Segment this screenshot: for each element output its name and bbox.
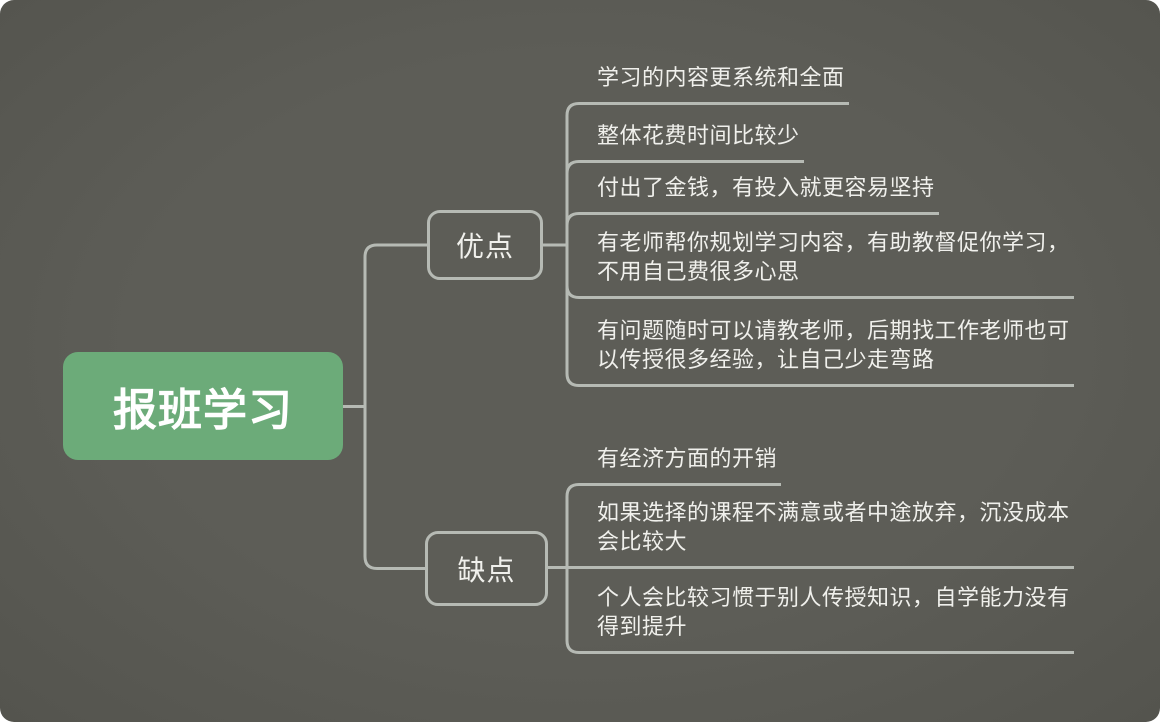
leaf-node-disadvantage-2[interactable]: 如果选择的课程不满意或者中途放弃，沉没成本 会比较大 (583, 498, 1074, 569)
branch-advantages-label: 优点 (455, 231, 514, 262)
leaf-node-advantage-1[interactable]: 学习的内容更系统和全面 (583, 63, 849, 105)
leaf-node-disadvantage-1[interactable]: 有经济方面的开销 (583, 444, 782, 486)
leaf-node-advantage-5[interactable]: 有问题随时可以请教老师，后期找工作老师也可 以传授很多经验，让自己少走弯路 (583, 316, 1074, 387)
connector-root-to-advantages (363, 243, 427, 407)
branch-disadvantages-label: 缺点 (457, 554, 516, 586)
connector-disadvantages-outer (565, 483, 584, 654)
root-node[interactable]: 报班学习 (63, 352, 343, 460)
connector-advantages-leaf-4 (565, 285, 584, 299)
leaf-node-advantage-2[interactable]: 整体花费时间比较少 (583, 121, 804, 163)
connector-advantages-leaf-3 (565, 212, 584, 226)
branch-node-disadvantages[interactable]: 缺点 (425, 531, 548, 606)
root-node-label: 报班学习 (113, 386, 293, 435)
connector-advantages-outer (565, 102, 584, 387)
leaf-node-advantage-3[interactable]: 付出了金钱，有投入就更容易坚持 (583, 173, 939, 215)
leaf-node-advantage-4[interactable]: 有老师帮你规划学习内容，有助教督促你学习， 不用自己费很多心思 (583, 228, 1074, 299)
connector-advantages-leaf-2 (565, 160, 584, 174)
leaf-node-disadvantage-3[interactable]: 个人会比较习惯于别人传授知识，自学能力没有 得到提升 (583, 583, 1074, 654)
connector-root-to-disadvantages (363, 406, 425, 570)
branch-node-advantages[interactable]: 优点 (427, 210, 543, 280)
